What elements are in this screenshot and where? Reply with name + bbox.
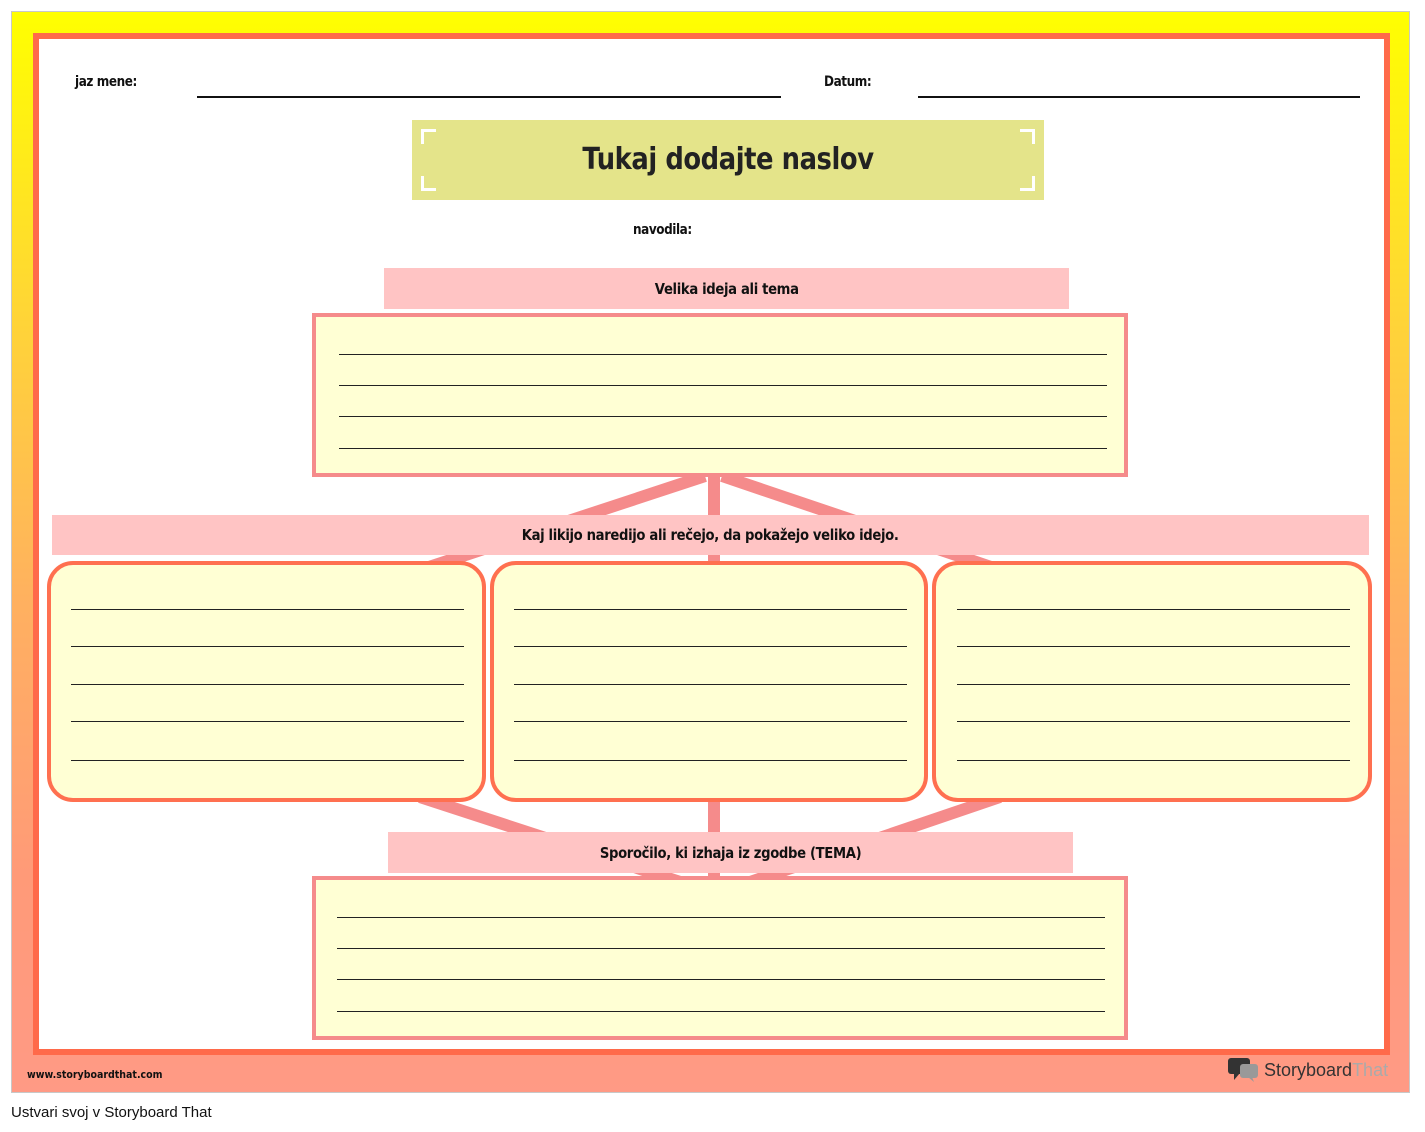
message-header: Sporočilo, ki izhaja iz zgodbe (TEMA) bbox=[388, 832, 1073, 873]
corner-top-left bbox=[421, 129, 436, 144]
message-box[interactable] bbox=[312, 876, 1128, 1040]
writing-line bbox=[339, 354, 1107, 355]
writing-line bbox=[71, 684, 464, 685]
writing-line bbox=[514, 684, 907, 685]
caption-link[interactable]: Ustvari svoj v Storyboard That bbox=[11, 1104, 212, 1121]
evidence-box-3[interactable] bbox=[932, 561, 1372, 802]
writing-line bbox=[339, 448, 1107, 449]
name-label: jaz mene: bbox=[75, 74, 137, 90]
writing-line bbox=[514, 609, 907, 610]
writing-line bbox=[337, 979, 1105, 980]
writing-line bbox=[957, 646, 1350, 647]
writing-line bbox=[71, 609, 464, 610]
evidence-box-1[interactable] bbox=[47, 561, 486, 802]
writing-line bbox=[339, 385, 1107, 386]
writing-line bbox=[71, 760, 464, 761]
corner-top-right bbox=[1020, 129, 1035, 144]
page-title: Tukaj dodajte naslov bbox=[582, 142, 874, 177]
corner-bottom-right bbox=[1020, 176, 1035, 191]
writing-line bbox=[514, 721, 907, 722]
evidence-header: Kaj likijo naredijo ali rečejo, da pokaž… bbox=[52, 515, 1369, 555]
writing-line bbox=[337, 1011, 1105, 1012]
big-idea-header: Velika ideja ali tema bbox=[384, 268, 1069, 309]
brand-name-b: That bbox=[1352, 1059, 1389, 1080]
name-field[interactable] bbox=[197, 96, 781, 98]
writing-line bbox=[71, 646, 464, 647]
date-field[interactable] bbox=[918, 96, 1360, 98]
corner-bottom-left bbox=[421, 176, 436, 191]
writing-line bbox=[71, 721, 464, 722]
writing-line bbox=[514, 646, 907, 647]
writing-line bbox=[957, 721, 1350, 722]
writing-line bbox=[339, 416, 1107, 417]
big-idea-header-text: Velika ideja ali tema bbox=[654, 280, 799, 298]
writing-line bbox=[957, 684, 1350, 685]
footer-url[interactable]: www.storyboardthat.com bbox=[27, 1068, 163, 1081]
big-idea-box[interactable] bbox=[312, 313, 1128, 477]
storyboardthat-logo[interactable]: StoryboardThat bbox=[1228, 1057, 1388, 1083]
storyboard-chat-icon bbox=[1228, 1058, 1258, 1082]
evidence-header-text: Kaj likijo naredijo ali rečejo, da pokaž… bbox=[522, 526, 899, 544]
writing-line bbox=[957, 609, 1350, 610]
brand-name-a: Storyboard bbox=[1264, 1059, 1353, 1080]
evidence-box-2[interactable] bbox=[490, 561, 928, 802]
message-header-text: Sporočilo, ki izhaja iz zgodbe (TEMA) bbox=[599, 844, 862, 862]
writing-line bbox=[337, 948, 1105, 949]
writing-line bbox=[337, 917, 1105, 918]
title-box[interactable]: Tukaj dodajte naslov bbox=[412, 120, 1044, 200]
instructions-label: navodila: bbox=[633, 222, 692, 238]
writing-line bbox=[957, 760, 1350, 761]
writing-line bbox=[514, 760, 907, 761]
brand-name: StoryboardThat bbox=[1264, 1060, 1388, 1081]
date-label: Datum: bbox=[824, 74, 872, 90]
